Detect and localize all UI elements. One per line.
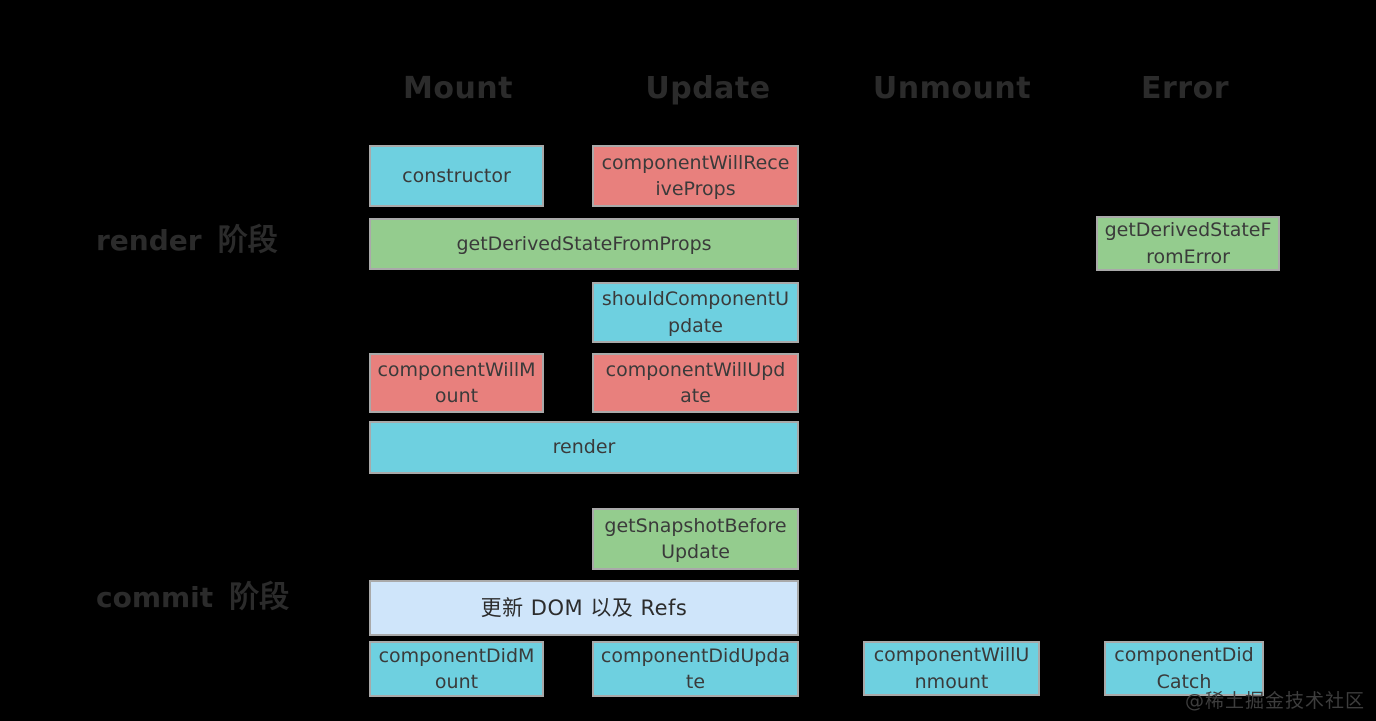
column-header-mount-label: Mount (402, 71, 514, 106)
column-header-error-label: Error (1141, 71, 1229, 106)
lifecycle-box-render[interactable]: render (369, 421, 799, 474)
lifecycle-box-update-dom-and-refs-label: 更新 DOM 以及 Refs (480, 595, 688, 620)
lifecycle-box-get-snapshot-before-update-label: getSnapshotBeforeUpdate (604, 514, 787, 563)
lifecycle-box-get-snapshot-before-update[interactable]: getSnapshotBeforeUpdate (592, 508, 799, 570)
lifecycle-box-component-did-mount[interactable]: componentDidMount (369, 641, 544, 697)
column-header-update: Update (645, 74, 771, 104)
lifecycle-box-get-derived-state-from-props-label: getDerivedStateFromProps (456, 232, 712, 255)
phase-label-commit-en: commit (96, 581, 214, 614)
lifecycle-box-component-did-catch-label: componentDidCatch (1114, 644, 1254, 693)
lifecycle-box-component-will-unmount[interactable]: componentWillUnmount (863, 641, 1040, 696)
lifecycle-box-component-will-receive-props[interactable]: componentWillReceiveProps (592, 145, 799, 207)
lifecycle-box-render-label: render (552, 436, 616, 459)
lifecycle-box-component-did-catch[interactable]: componentDidCatch (1104, 641, 1264, 696)
lifecycle-box-component-will-mount-label: componentWillMount (377, 358, 536, 407)
phase-label-render-en: render (96, 224, 202, 257)
lifecycle-box-update-dom-and-refs[interactable]: 更新 DOM 以及 Refs (369, 580, 799, 636)
column-header-update-label: Update (645, 71, 771, 106)
lifecycle-box-component-will-receive-props-label: componentWillReceiveProps (601, 151, 790, 200)
lifecycle-box-constructor-label: constructor (402, 164, 511, 187)
lifecycle-box-component-will-unmount-label: componentWillUnmount (873, 644, 1030, 693)
lifecycle-box-component-did-update[interactable]: componentDidUpdate (592, 641, 799, 697)
column-header-mount: Mount (398, 74, 518, 104)
lifecycle-box-component-will-mount[interactable]: componentWillMount (369, 353, 544, 413)
lifecycle-box-component-will-update-label: componentWillUpdate (605, 358, 786, 407)
lifecycle-box-get-derived-state-from-error[interactable]: getDerivedStateFromError (1096, 216, 1280, 271)
lifecycle-box-get-derived-state-from-error-label: getDerivedStateFromError (1104, 219, 1272, 268)
lifecycle-box-get-derived-state-from-props[interactable]: getDerivedStateFromProps (369, 218, 799, 270)
lifecycle-box-constructor[interactable]: constructor (369, 145, 544, 207)
lifecycle-box-component-did-update-label: componentDidUpdate (600, 644, 791, 693)
phase-label-render-cn: 阶段 (217, 223, 278, 258)
phase-label-render: render 阶段 (96, 226, 278, 256)
lifecycle-box-should-component-update[interactable]: shouldComponentUpdate (592, 282, 799, 343)
phase-label-commit-cn: 阶段 (229, 580, 290, 615)
column-header-error: Error (1128, 74, 1242, 104)
lifecycle-box-should-component-update-label: shouldComponentUpdate (601, 288, 790, 337)
phase-label-commit: commit 阶段 (96, 583, 289, 613)
lifecycle-box-component-will-update[interactable]: componentWillUpdate (592, 353, 799, 413)
lifecycle-box-component-did-mount-label: componentDidMount (378, 644, 535, 693)
column-header-unmount: Unmount (868, 74, 1036, 104)
column-header-unmount-label: Unmount (872, 71, 1032, 106)
